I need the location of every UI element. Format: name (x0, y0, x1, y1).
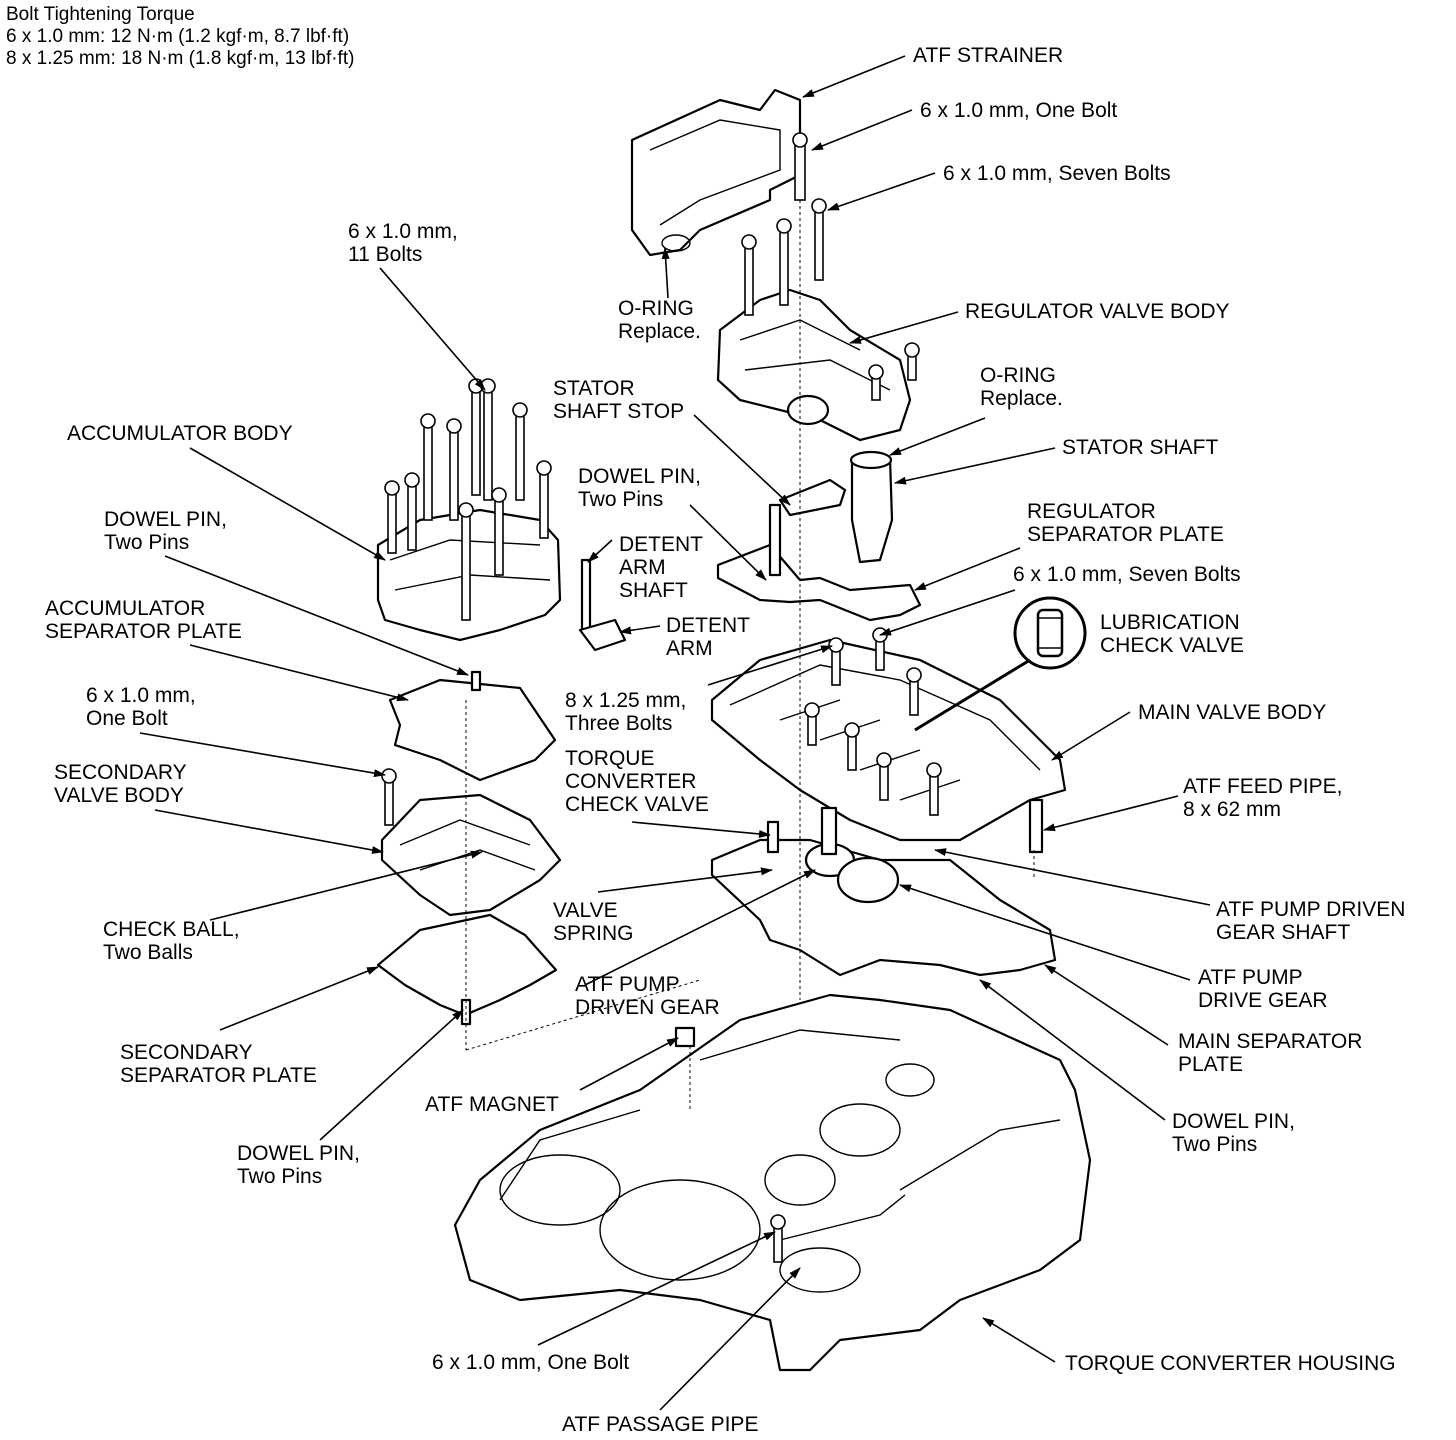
label-stator-shaft: STATOR SHAFT (1062, 436, 1219, 459)
label-bolt-one-top: 6 x 1.0 mm, One Bolt (920, 99, 1118, 122)
label-oring-right: O-RING Replace. (980, 364, 1063, 410)
atf-magnet-part (674, 1026, 696, 1048)
stator-shaft-part (849, 450, 894, 564)
label-atf-strainer: ATF STRAINER (913, 44, 1064, 67)
label-bolt-seven-top: 6 x 1.0 mm, Seven Bolts (943, 162, 1171, 185)
atf-strainer-part (630, 88, 802, 257)
label-regulator-separator-plate: REGULATOR SEPARATOR PLATE (1027, 500, 1224, 546)
label-atf-pump-driven-gear-shaft: ATF PUMP DRIVEN GEAR SHAFT (1216, 898, 1406, 944)
accumulator-separator-plate-part (388, 678, 557, 782)
label-stator-shaft-stop: STATOR SHAFT STOP (553, 377, 685, 423)
label-torque-converter-check-valve: TORQUE CONVERTER CHECK VALVE (565, 747, 709, 816)
label-valve-spring: VALVE SPRING (553, 899, 634, 945)
regulator-valve-body-part (716, 288, 912, 442)
main-separator-plate-part (710, 838, 1057, 977)
label-main-separator-plate: MAIN SEPARATOR PLATE (1178, 1030, 1363, 1076)
label-main-valve-body: MAIN VALVE BODY (1138, 701, 1327, 724)
label-accumulator-separator-plate: ACCUMULATOR SEPARATOR PLATE (45, 597, 242, 643)
label-atf-passage-pipe: ATF PASSAGE PIPE (562, 1413, 759, 1436)
label-dowel-pin-bottom-left: DOWEL PIN, Two Pins (237, 1142, 360, 1188)
stator-shaft-stop-part (778, 478, 847, 517)
alignment-guides (465, 200, 1035, 1110)
label-bolt-three: 8 x 1.25 mm, Three Bolts (565, 689, 687, 735)
label-detent-arm: DETENT ARM (666, 614, 750, 660)
label-torque-converter-housing: TORQUE CONVERTER HOUSING (1065, 1352, 1396, 1375)
label-bolt-one-left: 6 x 1.0 mm, One Bolt (86, 684, 196, 730)
label-atf-feed-pipe: ATF FEED PIPE, 8 x 62 mm (1183, 775, 1343, 821)
torque-converter-housing-part (453, 993, 1092, 1372)
atf-pump-gears-part (804, 806, 900, 904)
label-dowel-pin-left: DOWEL PIN, Two Pins (104, 508, 227, 554)
lubrication-check-valve-callout (914, 596, 1087, 732)
label-lubrication-check-valve: LUBRICATION CHECK VALVE (1100, 611, 1244, 657)
regulator-separator-plate-part (716, 543, 922, 622)
label-secondary-valve-body: SECONDARY VALVE BODY (54, 761, 187, 807)
label-dowel-pin-mid: DOWEL PIN, Two Pins (578, 465, 701, 511)
label-bolt-eleven: 6 x 1.0 mm, 11 Bolts (348, 220, 458, 266)
label-secondary-separator-plate: SECONDARY SEPARATOR PLATE (120, 1041, 317, 1087)
label-accumulator-body: ACCUMULATOR BODY (67, 422, 293, 445)
label-regulator-valve-body: REGULATOR VALVE BODY (965, 300, 1230, 323)
secondary-separator-plate-part (376, 913, 558, 1017)
atf-feed-pipe-part (1028, 798, 1044, 854)
torque-spec-title: Bolt Tightening Torque (6, 4, 195, 25)
label-atf-pump-drive-gear: ATF PUMP DRIVE GEAR (1198, 966, 1328, 1012)
leader-lines (139, 55, 1211, 1411)
torque-spec: Bolt Tightening Torque 6 x 1.0 mm: 12 N·… (6, 4, 354, 70)
label-atf-pump-driven-gear: ATF PUMP DRIVEN GEAR (575, 973, 720, 1019)
detent-arm-parts (578, 558, 627, 652)
label-oring-left: O-RING Replace. (618, 297, 701, 343)
label-dowel-pin-bottom-right: DOWEL PIN, Two Pins (1172, 1110, 1295, 1156)
label-atf-magnet: ATF MAGNET (425, 1093, 559, 1116)
torque-spec-line-2: 8 x 1.25 mm: 18 N·m (1.8 kgf·m, 13 lbf·f… (6, 48, 355, 69)
torque-spec-line-1: 6 x 1.0 mm: 12 N·m (1.2 kgf·m, 8.7 lbf·f… (6, 26, 350, 47)
label-bolt-seven-mid: 6 x 1.0 mm, Seven Bolts (1013, 563, 1241, 586)
label-bolt-one-bottom: 6 x 1.0 mm, One Bolt (432, 1351, 630, 1374)
label-detent-arm-shaft: DETENT ARM SHAFT (619, 533, 703, 602)
label-check-ball: CHECK BALL, Two Balls (103, 918, 240, 964)
